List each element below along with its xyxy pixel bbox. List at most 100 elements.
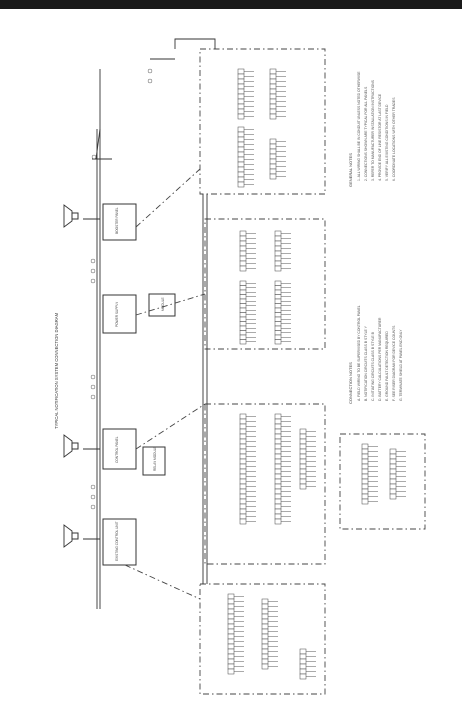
terminal-cell [274, 463, 282, 470]
terminal-cell [274, 245, 282, 252]
terminal-cell [299, 668, 307, 675]
terminal-cell [239, 513, 247, 520]
terminal-cell [239, 478, 247, 485]
connection-note-item: A. FIELD WIRING TO BE SUPERVISED BY CONT… [357, 305, 361, 401]
terminal-cell [239, 321, 247, 327]
terminal-cell [299, 433, 307, 440]
terminal-cell [389, 488, 397, 495]
connection-diagram: TYPICAL NOTIFICATION SYSTEM CONNECTION D… [54, 38, 426, 695]
terminal-cell [274, 413, 282, 420]
terminal-cell [274, 321, 282, 327]
terminal-cell [274, 433, 282, 440]
terminal-cell [239, 307, 247, 313]
terminal-cell [269, 163, 277, 170]
terminal-cell [227, 658, 235, 665]
terminal-cell [239, 448, 247, 455]
terminal-cell [261, 598, 269, 605]
terminal-cell [274, 488, 282, 495]
panel-enclosure [204, 218, 326, 350]
terminal-cell [274, 423, 282, 430]
terminal-cell [239, 294, 247, 300]
terminal-cell [261, 648, 269, 655]
terminal-cell [269, 168, 277, 175]
terminal-cell [299, 483, 307, 490]
speaker-icon [63, 524, 100, 548]
connection-note-item: B. NOTIFICATION CIRCUITS CLASS B STYLE Y [364, 325, 368, 401]
terminal-cell [261, 643, 269, 650]
svg-text:CONTROL PANEL: CONTROL PANEL [115, 436, 119, 463]
terminal-cell [269, 153, 277, 160]
terminal-cell [261, 663, 269, 670]
terminal-cell [239, 433, 247, 440]
terminal-cell [239, 325, 247, 331]
terminal-cell [237, 83, 245, 90]
terminal-cell [274, 418, 282, 425]
terminal-cell [274, 280, 282, 286]
terminal-cell [299, 673, 307, 680]
panel-enclosure [204, 403, 326, 565]
terminal-cell [299, 653, 307, 660]
svg-text:MODULE: MODULE [161, 297, 165, 311]
terminal-cell [269, 113, 277, 120]
terminal-cell [227, 643, 235, 650]
terminal-cell [237, 176, 245, 183]
terminal-cell [274, 298, 282, 304]
terminal-cell [237, 126, 245, 133]
terminal-cell [361, 453, 369, 460]
terminal-cell [274, 303, 282, 309]
terminal-cell [361, 463, 369, 470]
terminal-cell [237, 136, 245, 143]
unit-box-4: EXISTING CONTROL UNIT [102, 518, 137, 566]
terminal-cell [299, 443, 307, 450]
terminal-cell [274, 316, 282, 322]
panel-enclosure [199, 583, 326, 695]
terminal-cell [239, 518, 247, 525]
terminal-cell [361, 488, 369, 495]
terminal-cell [239, 280, 247, 286]
terminal-cell [361, 473, 369, 480]
terminal-cell [237, 131, 245, 138]
terminal-cell [299, 663, 307, 670]
terminal-cell [299, 658, 307, 665]
terminal-cell [227, 638, 235, 645]
terminal-cell [261, 658, 269, 665]
terminal-cell [239, 438, 247, 445]
general-note-item: 2. CONNECTIONS SHOWN ARE TYPICAL FOR ALL… [364, 86, 368, 181]
terminal-cell [299, 453, 307, 460]
module-box: MODULE [148, 293, 176, 317]
terminal-cell [227, 618, 235, 625]
terminal-cell [361, 498, 369, 505]
terminal-cell [261, 623, 269, 630]
terminal-cell [239, 423, 247, 430]
terminal-cell [269, 148, 277, 155]
terminal-cell [239, 316, 247, 322]
terminal-cell [227, 628, 235, 635]
terminal-cell [274, 334, 282, 340]
connection-note-item: E. GROUND FAULT DETECTION REQUIRED [385, 331, 389, 401]
terminal-cell [274, 508, 282, 515]
terminal-cell [274, 230, 282, 237]
terminal-cell [299, 473, 307, 480]
terminal-cell [274, 325, 282, 331]
terminal-cell [237, 93, 245, 100]
terminal-cell [227, 668, 235, 675]
terminal-cell [237, 141, 245, 148]
terminal-cell [239, 250, 247, 257]
terminal-cell [274, 458, 282, 465]
connection-note-item: D. BATTERY CALCULATIONS PER MANUFACTURER [378, 317, 382, 401]
terminal-cell [239, 503, 247, 510]
terminal-cell [239, 463, 247, 470]
terminal-cell [299, 458, 307, 465]
terminal-cell [227, 608, 235, 615]
terminal-cell [269, 83, 277, 90]
terminal-cell [274, 255, 282, 262]
panel-enclosure [339, 433, 426, 530]
terminal-cell [274, 473, 282, 480]
terminal-cell [227, 603, 235, 610]
general-notes-heading: GENERAL NOTES [348, 153, 353, 187]
terminal-cell [274, 443, 282, 450]
terminal-cell [389, 448, 397, 455]
terminal-cell [227, 623, 235, 630]
connection-notes-heading: CONNECTION NOTES [348, 362, 353, 404]
terminal-cell [361, 483, 369, 490]
